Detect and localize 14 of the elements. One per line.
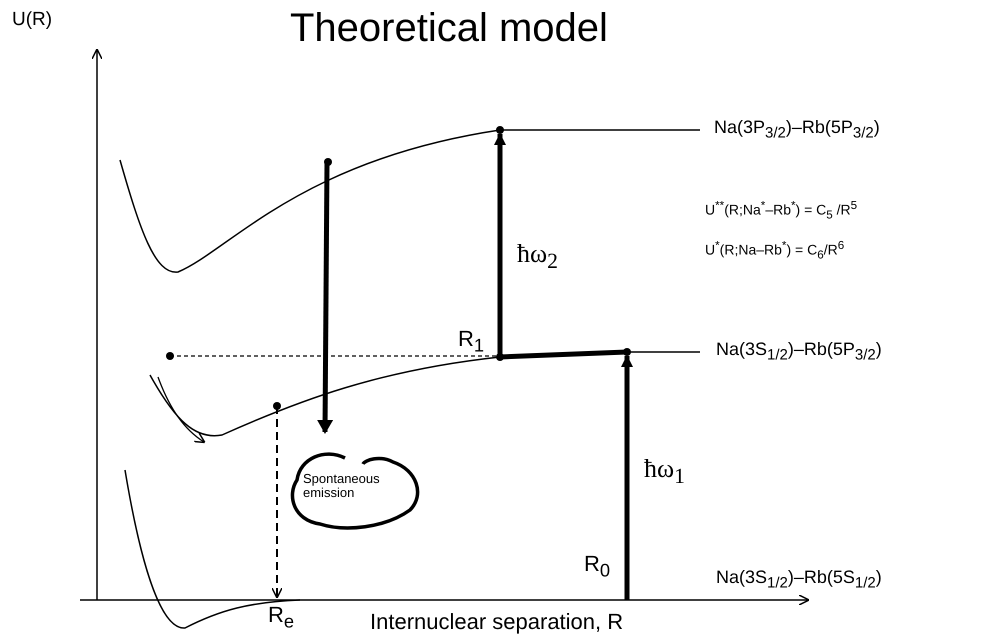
point-label: R$_{0}$ bbox=[584, 552, 610, 581]
state-label: Na(3P$_{3/2}$)–Rb(5P$_{3/2}$) bbox=[714, 118, 880, 142]
formula: U$^{**}$(R;Na$^{*}$–Rb$^{*}$) = C$_{5}$ /R$^{5}$ bbox=[705, 200, 858, 222]
photon-label: ħω$_{2}$ bbox=[517, 240, 558, 274]
axis-label: U(R) bbox=[12, 10, 52, 31]
state-label: Na(3S$_{1/2}$)–Rb(5P$_{3/2}$) bbox=[716, 340, 882, 364]
formula: U$^{*}$(R;Na–Rb$^{*}$) = C$_{6}$/R$^{6}$ bbox=[705, 240, 844, 262]
title: Theoretical model bbox=[290, 6, 608, 50]
point-label: R$_{e}$ bbox=[268, 603, 294, 632]
state-label: Na(3S$_{1/2}$)–Rb(5S$_{1/2}$) bbox=[716, 568, 882, 592]
cloud-text: Spontaneous emission bbox=[303, 472, 381, 501]
point-label: R$_{1}$ bbox=[458, 327, 484, 356]
axis-label: Internuclear separation, R bbox=[370, 610, 624, 634]
photon-label: ħω$_{1}$ bbox=[644, 455, 685, 490]
